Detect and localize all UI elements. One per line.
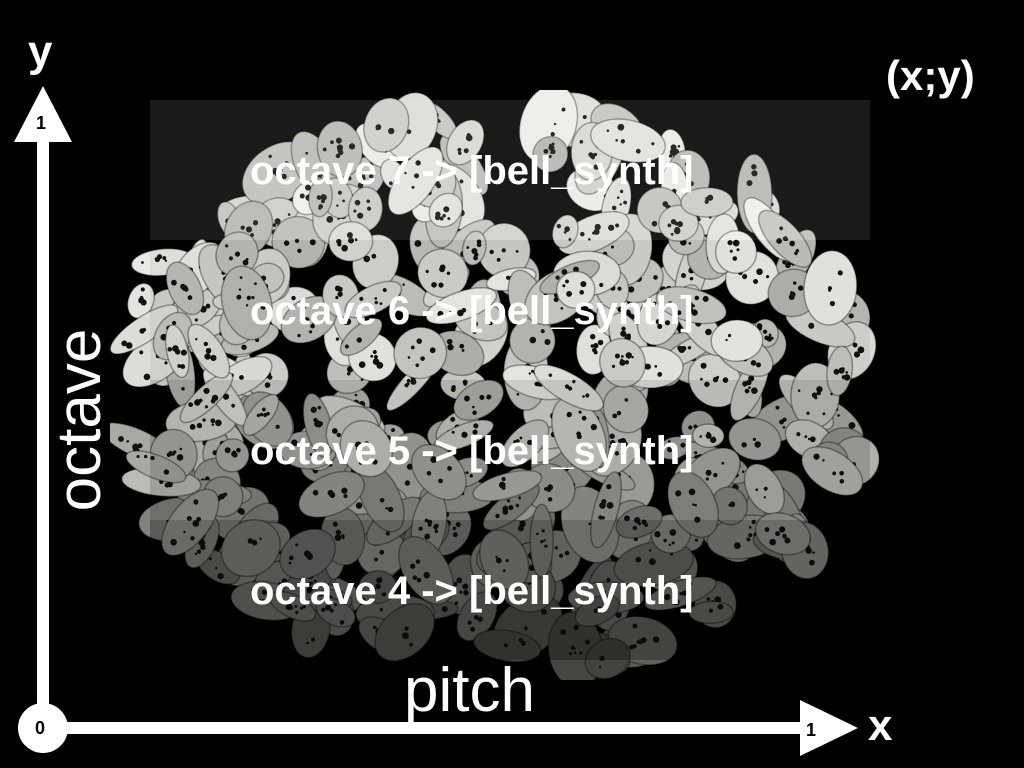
pebble — [589, 118, 667, 164]
pebble — [445, 119, 485, 166]
pebble — [691, 423, 725, 449]
pebble — [757, 209, 813, 268]
pebble — [456, 591, 498, 642]
pebble — [220, 265, 273, 341]
band-label-octave-7: octave 7 -> [bell_synth] — [250, 149, 694, 193]
pebble — [374, 602, 436, 662]
pebble — [215, 231, 259, 278]
pebble — [644, 576, 717, 611]
x-max-tick-label: 1 — [806, 720, 817, 740]
pebble — [398, 536, 454, 605]
y-max-tick-label: 1 — [36, 113, 47, 133]
pebble — [425, 287, 498, 325]
pebble — [727, 417, 782, 461]
pebble — [268, 590, 317, 622]
pebble — [187, 323, 231, 379]
pebble — [500, 419, 550, 468]
pebble — [667, 470, 719, 539]
band-label-octave-4: octave 4 -> [bell_synth] — [250, 569, 694, 613]
pebble — [508, 317, 556, 364]
pebble — [826, 345, 854, 397]
coordinate-label: (x;y) — [886, 52, 975, 99]
x-axis-letter: x — [868, 701, 893, 750]
pebble — [529, 503, 554, 579]
pebble — [657, 435, 690, 461]
pebble — [242, 393, 280, 436]
pebble — [557, 210, 630, 256]
pebble — [308, 177, 333, 218]
pebble — [555, 270, 596, 309]
pebble — [599, 337, 646, 388]
pebble — [220, 519, 281, 578]
x-axis-title: pitch — [404, 656, 535, 725]
pebble — [416, 248, 469, 299]
pebble — [126, 282, 156, 319]
octave-band-4 — [150, 520, 870, 660]
pebble — [803, 249, 858, 326]
pebble — [110, 304, 179, 355]
pebble — [584, 637, 631, 680]
pebble — [551, 214, 579, 249]
pebble — [339, 317, 383, 357]
pebble — [714, 229, 758, 275]
pebble — [710, 319, 764, 363]
pebble — [602, 384, 650, 434]
pebble-cluster-photo — [110, 90, 880, 680]
pebble — [125, 450, 187, 484]
pebble — [658, 204, 699, 243]
pebble — [477, 222, 532, 279]
band-label-octave-5: octave 5 -> [bell_synth] — [250, 429, 694, 473]
pebble — [328, 221, 374, 262]
pebble — [532, 135, 569, 173]
pebble — [344, 280, 403, 319]
pebble — [472, 469, 543, 502]
pebble — [363, 97, 410, 153]
pebble — [339, 419, 394, 478]
pebble — [387, 146, 444, 216]
pebble — [655, 286, 728, 325]
pebble — [164, 324, 190, 379]
pebble — [461, 230, 487, 266]
pebble — [472, 629, 542, 663]
pebble — [279, 528, 337, 580]
pebble — [479, 529, 530, 591]
pebble — [452, 379, 505, 421]
pebble — [316, 120, 363, 178]
pebble — [801, 446, 864, 497]
x-axis-arrowhead — [800, 700, 858, 756]
y-axis-letter: y — [28, 27, 53, 76]
pebble — [165, 261, 205, 316]
pebble — [688, 600, 734, 625]
band-label-octave-6: octave 6 -> [bell_synth] — [250, 289, 694, 333]
pebble — [754, 512, 812, 556]
pebble — [215, 438, 250, 473]
pebble — [302, 392, 334, 459]
pebble — [482, 482, 541, 531]
pebble — [161, 488, 220, 557]
y-axis-title: octave — [45, 328, 114, 512]
origin-marker — [18, 703, 68, 753]
octave-band-5 — [150, 380, 870, 520]
pebble — [589, 471, 623, 549]
pebble — [533, 364, 604, 412]
pebble — [179, 371, 234, 424]
pebble — [551, 396, 607, 473]
pebble — [428, 192, 463, 228]
pebble — [574, 594, 621, 628]
pebble — [680, 186, 734, 218]
octave-band-6 — [150, 240, 870, 380]
pebble — [357, 569, 398, 605]
pebble — [393, 326, 448, 380]
origin-tick-label: 0 — [35, 718, 46, 738]
pebble — [315, 597, 356, 628]
pebble — [615, 505, 663, 539]
pebble — [410, 443, 467, 501]
pebble — [298, 470, 365, 519]
octave-band-7 — [150, 100, 870, 240]
pebble — [743, 463, 785, 515]
y-axis-arrowhead — [14, 86, 72, 142]
